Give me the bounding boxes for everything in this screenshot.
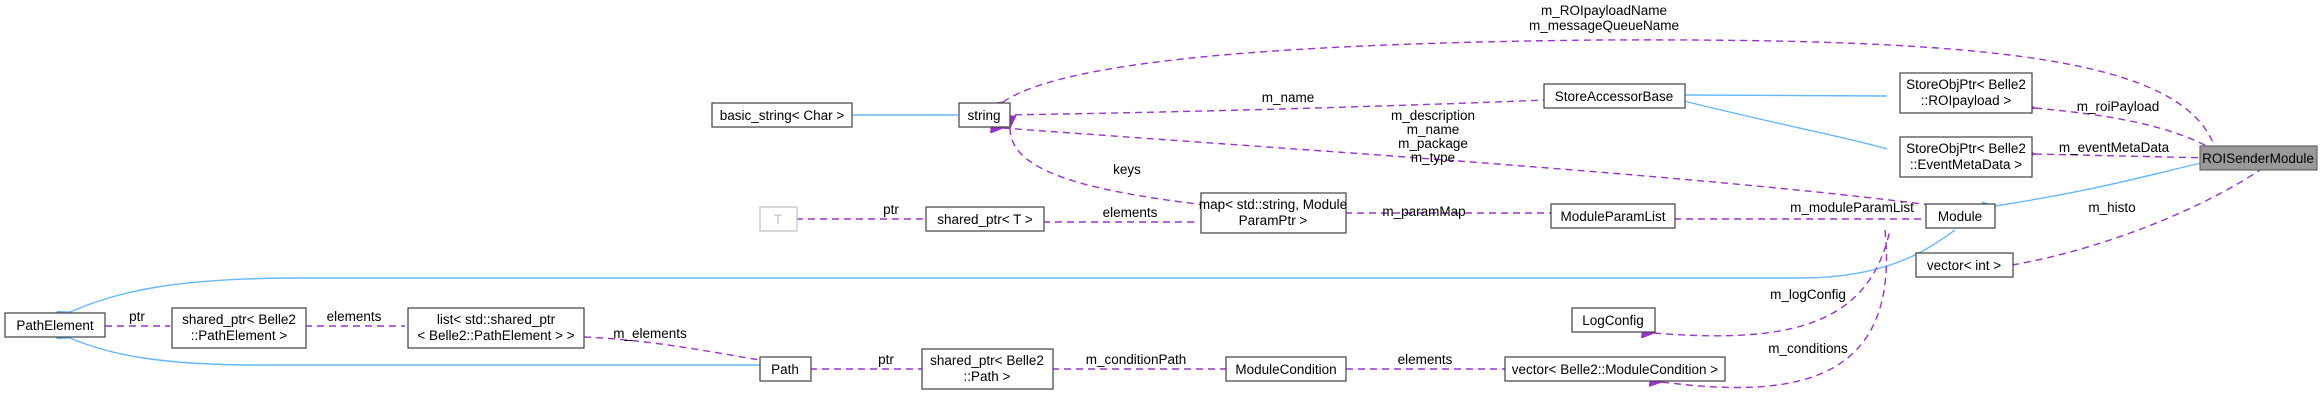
label-m-log-config: m_logConfig [1770,287,1846,302]
node-log-config-label: LogConfig [1582,313,1644,328]
node-store-obj-ptr-roi-payload-line2: ::ROIpayload > [1921,93,2012,108]
label-m-name: m_name [1262,90,1315,105]
node-map-module-param-ptr-line1: map< std::string, Module [1199,197,1347,212]
node-list-path-element-line2: < Belle2::PathElement > > [417,328,574,343]
node-store-obj-ptr-event-meta-data[interactable]: StoreObjPtr< Belle2 ::EventMetaData > [1899,136,2033,178]
edge-module-string [1003,128,1939,207]
node-module-condition[interactable]: ModuleCondition [1225,356,1347,382]
label-m-type: m_type [1411,150,1455,165]
edge-module-conditions [1662,229,1888,389]
label-elements-cond: elements [1398,352,1453,367]
node-shared-ptr-path[interactable]: shared_ptr< Belle2 ::Path > [921,348,1054,390]
node-list-path-element-line1: list< std::shared_ptr [437,312,556,327]
node-vector-module-condition[interactable]: vector< Belle2::ModuleCondition > [1504,356,1726,382]
label-m-module-param-list: m_moduleParamList [1790,200,1914,215]
label-message-queue-name: m_messageQueueName [1529,18,1679,33]
node-module-param-list[interactable]: ModuleParamList [1550,203,1676,229]
nodes: ROISenderModule StoreObjPtr< Belle2 ::RO… [4,72,2318,390]
node-module-condition-label: ModuleCondition [1235,362,1336,377]
node-vector-module-condition-label: vector< Belle2::ModuleCondition > [1512,362,1718,377]
label-ptr-path: ptr [878,352,894,367]
node-store-obj-ptr-roi-payload[interactable]: StoreObjPtr< Belle2 ::ROIpayload > [1899,72,2033,114]
node-store-obj-ptr-event-meta-data-line1: StoreObjPtr< Belle2 [1906,141,2026,156]
node-map-module-param-ptr[interactable]: map< std::string, Module ParamPtr > [1199,192,1347,234]
label-ptr-pe: ptr [129,309,145,324]
node-shared-ptr-path-element[interactable]: shared_ptr< Belle2 ::PathElement > [171,307,307,349]
node-path-element-label: PathElement [16,318,94,333]
node-shared-ptr-t-label: shared_ptr< T > [937,212,1033,227]
label-ptr-t: ptr [883,202,899,217]
edge-map-string [1010,128,1206,206]
node-store-obj-ptr-roi-payload-line1: StoreObjPtr< Belle2 [1906,77,2026,92]
node-string[interactable]: string [958,102,1011,128]
label-m-histo: m_histo [2088,200,2135,215]
label-keys: keys [1113,162,1141,177]
node-shared-ptr-path-element-line1: shared_ptr< Belle2 [182,312,296,327]
label-roi-payload-name: m_ROIpayloadName [1541,3,1667,18]
node-string-label: string [967,108,1000,123]
label-m-roi-payload: m_roiPayload [2077,99,2160,114]
label-m-package: m_package [1398,136,1468,151]
node-basic-string-label: basic_string< Char > [720,108,845,123]
node-shared-ptr-t[interactable]: shared_ptr< T > [925,206,1045,232]
node-module-label: Module [1938,209,1982,224]
edge-path-path-element [70,338,760,366]
label-m-event-meta-data: m_eventMetaData [2059,140,2170,155]
node-module[interactable]: Module [1925,203,1996,229]
node-module-param-list-label: ModuleParamList [1560,209,1665,224]
node-path-element[interactable]: PathElement [4,312,106,338]
inheritance-edges [70,95,2215,366]
edge-module-path-element [70,229,1956,312]
node-vector-int-label: vector< int > [1927,258,2001,273]
edge-path-list [584,337,761,361]
label-m-conditions: m_conditions [1768,341,1848,356]
node-shared-ptr-path-line1: shared_ptr< Belle2 [930,353,1044,368]
node-path-label: Path [771,362,799,377]
label-m-elements: m_elements [613,326,687,341]
edge-roi-sender-vector-int [2012,169,2261,265]
node-t[interactable]: T [759,206,798,232]
node-store-accessor-base-label: StoreAccessorBase [1555,89,1674,104]
label-elements-list: elements [327,309,382,324]
node-map-module-param-ptr-line2: ParamPtr > [1239,213,1308,228]
edge-roi-sender-module [1995,159,2215,206]
edge-accessor-string [1003,99,1547,115]
edge-store-roi-accessor-base [1684,95,1888,96]
edge-roi-sender-string [1003,39,2215,146]
label-m-condition-path: m_conditionPath [1086,352,1187,367]
node-shared-ptr-path-line2: ::Path > [964,369,1011,384]
edge-roi-sender-store-roi [2035,108,2215,151]
edge-roi-sender-store-event [2035,154,2211,158]
node-log-config[interactable]: LogConfig [1571,307,1656,333]
label-m-name-2: m_name [1407,122,1460,137]
node-list-path-element[interactable]: list< std::shared_ptr < Belle2::PathElem… [407,307,585,349]
node-basic-string[interactable]: basic_string< Char > [711,102,853,128]
label-m-param-map: m_paramMap [1382,204,1465,219]
node-roi-sender-module-label: ROISenderModule [2202,151,2314,166]
node-shared-ptr-path-element-line2: ::PathElement > [191,328,288,343]
label-elements-map: elements [1103,205,1158,220]
node-store-obj-ptr-event-meta-data-line2: ::EventMetaData > [1910,157,2022,172]
node-path[interactable]: Path [759,356,812,382]
edge-module-log-config [1654,229,1891,336]
node-vector-int[interactable]: vector< int > [1915,252,2014,278]
edge-store-event-accessor-base [1684,101,1888,150]
edge-labels: m_ROIpayloadName m_messageQueueName m_na… [129,3,2170,367]
label-m-description: m_description [1391,108,1475,123]
node-t-label: T [774,212,782,227]
node-store-accessor-base[interactable]: StoreAccessorBase [1543,83,1686,109]
node-roi-sender-module[interactable]: ROISenderModule [2199,145,2318,171]
usage-edges [105,39,2261,389]
